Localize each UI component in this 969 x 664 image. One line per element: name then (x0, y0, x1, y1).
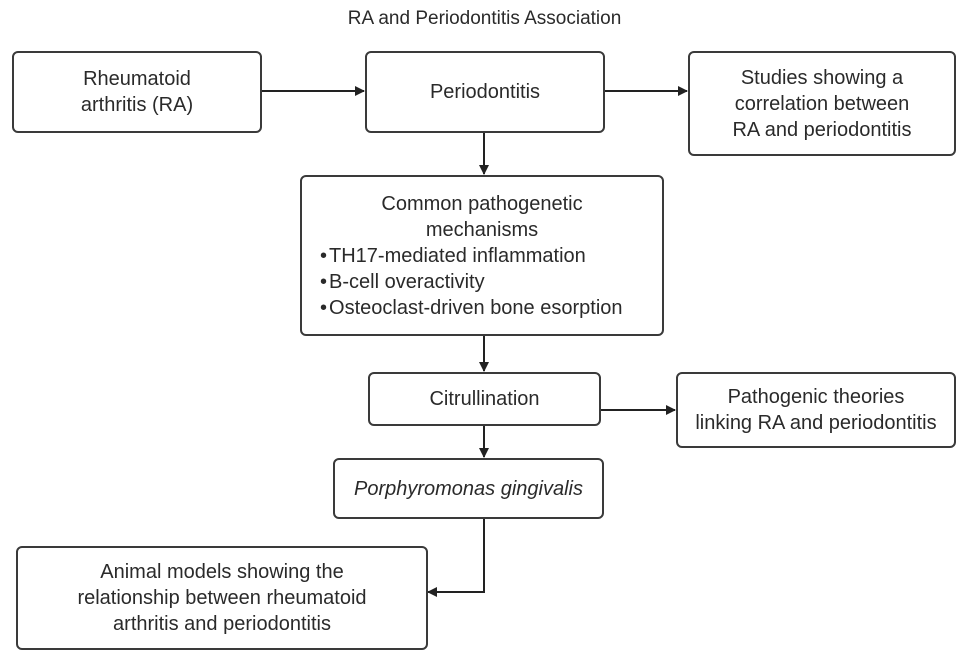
node-text: RA and periodontitis (732, 118, 912, 141)
node-rheumatoid-arthritis: Rheumatoid arthritis (RA) (12, 51, 262, 133)
node-text: Periodontitis (429, 81, 541, 103)
mechanism-item: TH17-mediated inflammation (320, 243, 623, 269)
node-studies-correlation: Studies showing a correlation between RA… (688, 51, 956, 156)
mechanism-item: B-cell overactivity (320, 269, 623, 295)
node-text: Animal models showing the (100, 561, 344, 583)
node-text: Rheumatoid (83, 68, 191, 90)
node-text: relationship between rheumatoid (77, 587, 367, 609)
node-heading: Common pathogenetic (381, 192, 583, 215)
node-text: arthritis and periodontitis (113, 613, 331, 635)
node-text: linking RA and periodontitis (695, 412, 937, 434)
node-text: Studies showing a (740, 66, 904, 89)
node-animal-models: Animal models showing the relationship b… (16, 546, 428, 650)
diagram-title: RA and Periodontitis Association (347, 8, 622, 29)
node-text: Porphyromonas gingivalis (353, 477, 583, 500)
node-text: Pathogenic theories (727, 386, 905, 408)
node-heading: mechanisms (425, 218, 539, 241)
node-text: Citrullination (429, 388, 540, 410)
node-citrullination: Citrullination (368, 372, 601, 426)
node-common-mechanisms: Common pathogenetic mechanisms TH17-medi… (300, 175, 664, 336)
mechanism-list: TH17-mediated inflammation B-cell overac… (302, 243, 623, 321)
node-text: correlation between (734, 92, 910, 115)
mechanism-item: Osteoclast-driven bone esorption (320, 295, 623, 321)
node-porphyromonas-gingivalis: Porphyromonas gingivalis (333, 458, 604, 519)
node-text: arthritis (RA) (80, 94, 194, 116)
node-pathogenic-theories: Pathogenic theories linking RA and perio… (676, 372, 956, 448)
edge-pgingivalis-animal (427, 518, 485, 597)
node-periodontitis: Periodontitis (365, 51, 605, 133)
